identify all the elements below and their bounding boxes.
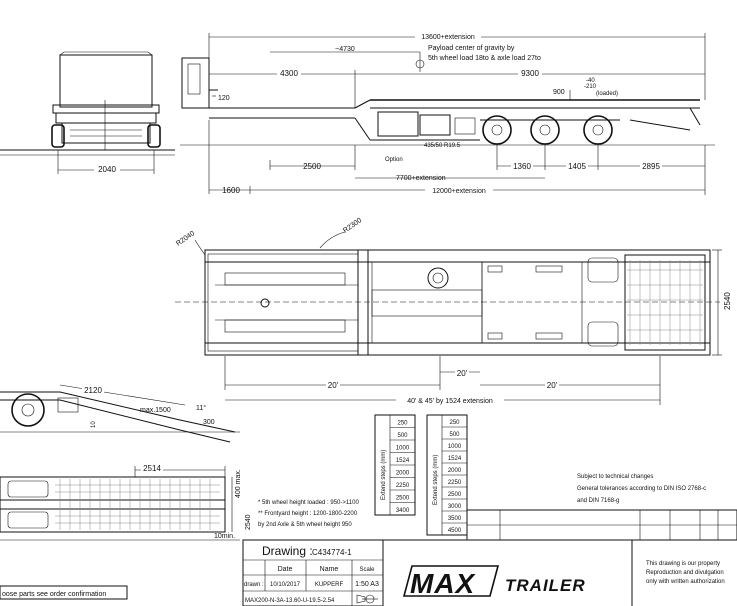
model-code: MAX200-N-3A-13.60-U-19.5-2.54 (245, 598, 335, 604)
steps-col2-cell: 3000 (448, 504, 462, 510)
deck-view: 2514 400 max. 2540 10min. (0, 463, 252, 541)
property-line3: only with written authorization (646, 579, 725, 585)
extend-steps-label-right: Extend steps (mm) (433, 455, 439, 505)
col-scale: Scale (359, 567, 375, 573)
remarks: Subject to technical changes General tol… (577, 474, 706, 504)
property-line1: This drawing is our property (646, 561, 720, 567)
remark-line2: General tolerances according to DIN ISO … (577, 486, 706, 492)
dim-2514: 2514 (143, 464, 161, 473)
dim-20-mid: 20' (457, 369, 468, 378)
note-1: * 5th wheel height loaded : 950->1100 (258, 500, 359, 506)
cog-note-line1: Payload center of gravity by (428, 45, 515, 52)
steps-col1-cell: 2500 (396, 496, 410, 502)
property-line2: Reproduction and divulgation (646, 570, 724, 576)
front-view: 2040 (0, 51, 175, 174)
projection-symbol-icon (356, 594, 378, 604)
brand-max: MAX (410, 568, 477, 599)
steps-col2-cell: 3500 (448, 516, 462, 522)
dim-1360: 1360 (513, 162, 531, 171)
steps-col1-cell: 500 (397, 433, 408, 439)
col-name: Name (320, 566, 339, 573)
footer-note: oose parts see order confirmation (0, 585, 128, 600)
dim-300: 300 (203, 419, 215, 426)
tyre-label: 435/50 R19.5 (424, 143, 461, 149)
dim-front-4300: 4300 (280, 69, 298, 78)
dim-rear-9300: 9300 (521, 69, 539, 78)
steps-col2-cell: 2250 (448, 480, 462, 486)
steps-col2-cell: 2500 (448, 492, 462, 498)
steps-col2-cell: 1524 (448, 456, 462, 462)
dim-20-right: 20' (547, 381, 558, 390)
dim-cog: ~4730 (335, 46, 355, 53)
row-drawn: drawn : (244, 582, 264, 588)
steps-col1-cell: 2000 (396, 471, 410, 477)
dim-extension: 40' & 45' by 1524 extension (407, 398, 493, 405)
drawn-name: KUPPERF (315, 582, 344, 588)
dim-12000: 12000+extension (432, 188, 486, 195)
dim-10: 10 (91, 421, 97, 428)
rear-deck-grid (627, 260, 703, 345)
height-note-2: -210 (584, 84, 597, 90)
height-notes: * 5th wheel height loaded : 950->1100 **… (258, 500, 359, 528)
steps-col2-cell: 500 (449, 432, 460, 438)
dim-2040: 2040 (98, 165, 116, 174)
cog-note-line2: 5th wheel load 18to & axle load 27to (428, 55, 541, 62)
dim-max1500: max.1500 (140, 407, 171, 414)
option-label: Option (385, 157, 403, 163)
drawing-number: C434774-1 (312, 548, 352, 557)
dim-2500: 2500 (303, 162, 321, 171)
max-trailer-logo: MAX TRAILER (382, 539, 737, 606)
drawing-label: Drawing : (262, 544, 313, 558)
steps-col1-cell: 2250 (396, 483, 410, 489)
dim-11deg: 11° (196, 404, 206, 412)
dim-1600: 1600 (222, 186, 240, 195)
steps-col1-cell: 1524 (396, 458, 410, 464)
steps-col1-cell: 3400 (396, 508, 410, 514)
brand-trailer: TRAILER (505, 576, 586, 595)
extend-steps-table: Extend steps (mm) Extend steps (mm) 250 5… (374, 414, 468, 536)
steps-col1-cell: 250 (397, 421, 408, 427)
dim-1405: 1405 (568, 162, 586, 171)
dim-900: 900 (553, 89, 565, 96)
radius-r2300: R2300 (342, 217, 363, 235)
deck-grid (55, 479, 220, 530)
side-view: 13600+extension ~4730 Payload center of … (180, 31, 715, 195)
dim-20-left: 20' (328, 381, 339, 390)
title-block: Drawing : C434774-1 Date Name Scale draw… (242, 509, 737, 606)
dim-120: 120 (218, 95, 230, 102)
dim-2120: 2120 (84, 386, 102, 395)
scale-value: 1:50 A3 (355, 581, 379, 588)
dim-2895: 2895 (642, 162, 660, 171)
dim-400max: 400 max. (235, 469, 242, 498)
top-view: R2300 R2040 2540 20' 20' 20' 40' & 45' b… (175, 217, 732, 405)
dim-2540-top: 2540 (723, 292, 732, 310)
extend-steps-label-left: Extend steps (mm) (381, 450, 387, 500)
ramp-view: 2120 max.1500 11° 300 10 (0, 384, 240, 443)
footer-note-text: oose parts see order confirmation (2, 591, 106, 598)
steps-col2-cell: 250 (449, 420, 460, 426)
remark-line1: Subject to technical changes (577, 474, 653, 480)
drawn-date: 10/10/2017 (270, 582, 301, 588)
steps-col2-cell: 4500 (448, 528, 462, 534)
remark-line3: and DIN 7168-g (577, 498, 619, 504)
height-note-1: -40 (586, 78, 595, 84)
col-date: Date (278, 566, 293, 573)
radius-r2040: R2040 (175, 230, 196, 248)
steps-col2-cell: 2000 (448, 468, 462, 474)
dim-10min: 10min. (214, 533, 235, 540)
note-3: by 2nd Axle & 5th wheel height 950 (258, 522, 352, 528)
dim-total-length: 13600+extension (421, 34, 475, 41)
dim-2540-deck: 2540 (245, 514, 252, 530)
height-note-3: (loaded) (596, 91, 618, 97)
dim-7700: 7700+extension (396, 175, 446, 182)
steps-col1-cell: 1000 (396, 446, 410, 452)
steps-col2-cell: 1000 (448, 444, 462, 450)
note-2: ** Frontyard height : 1200-1800-2200 (258, 511, 358, 517)
